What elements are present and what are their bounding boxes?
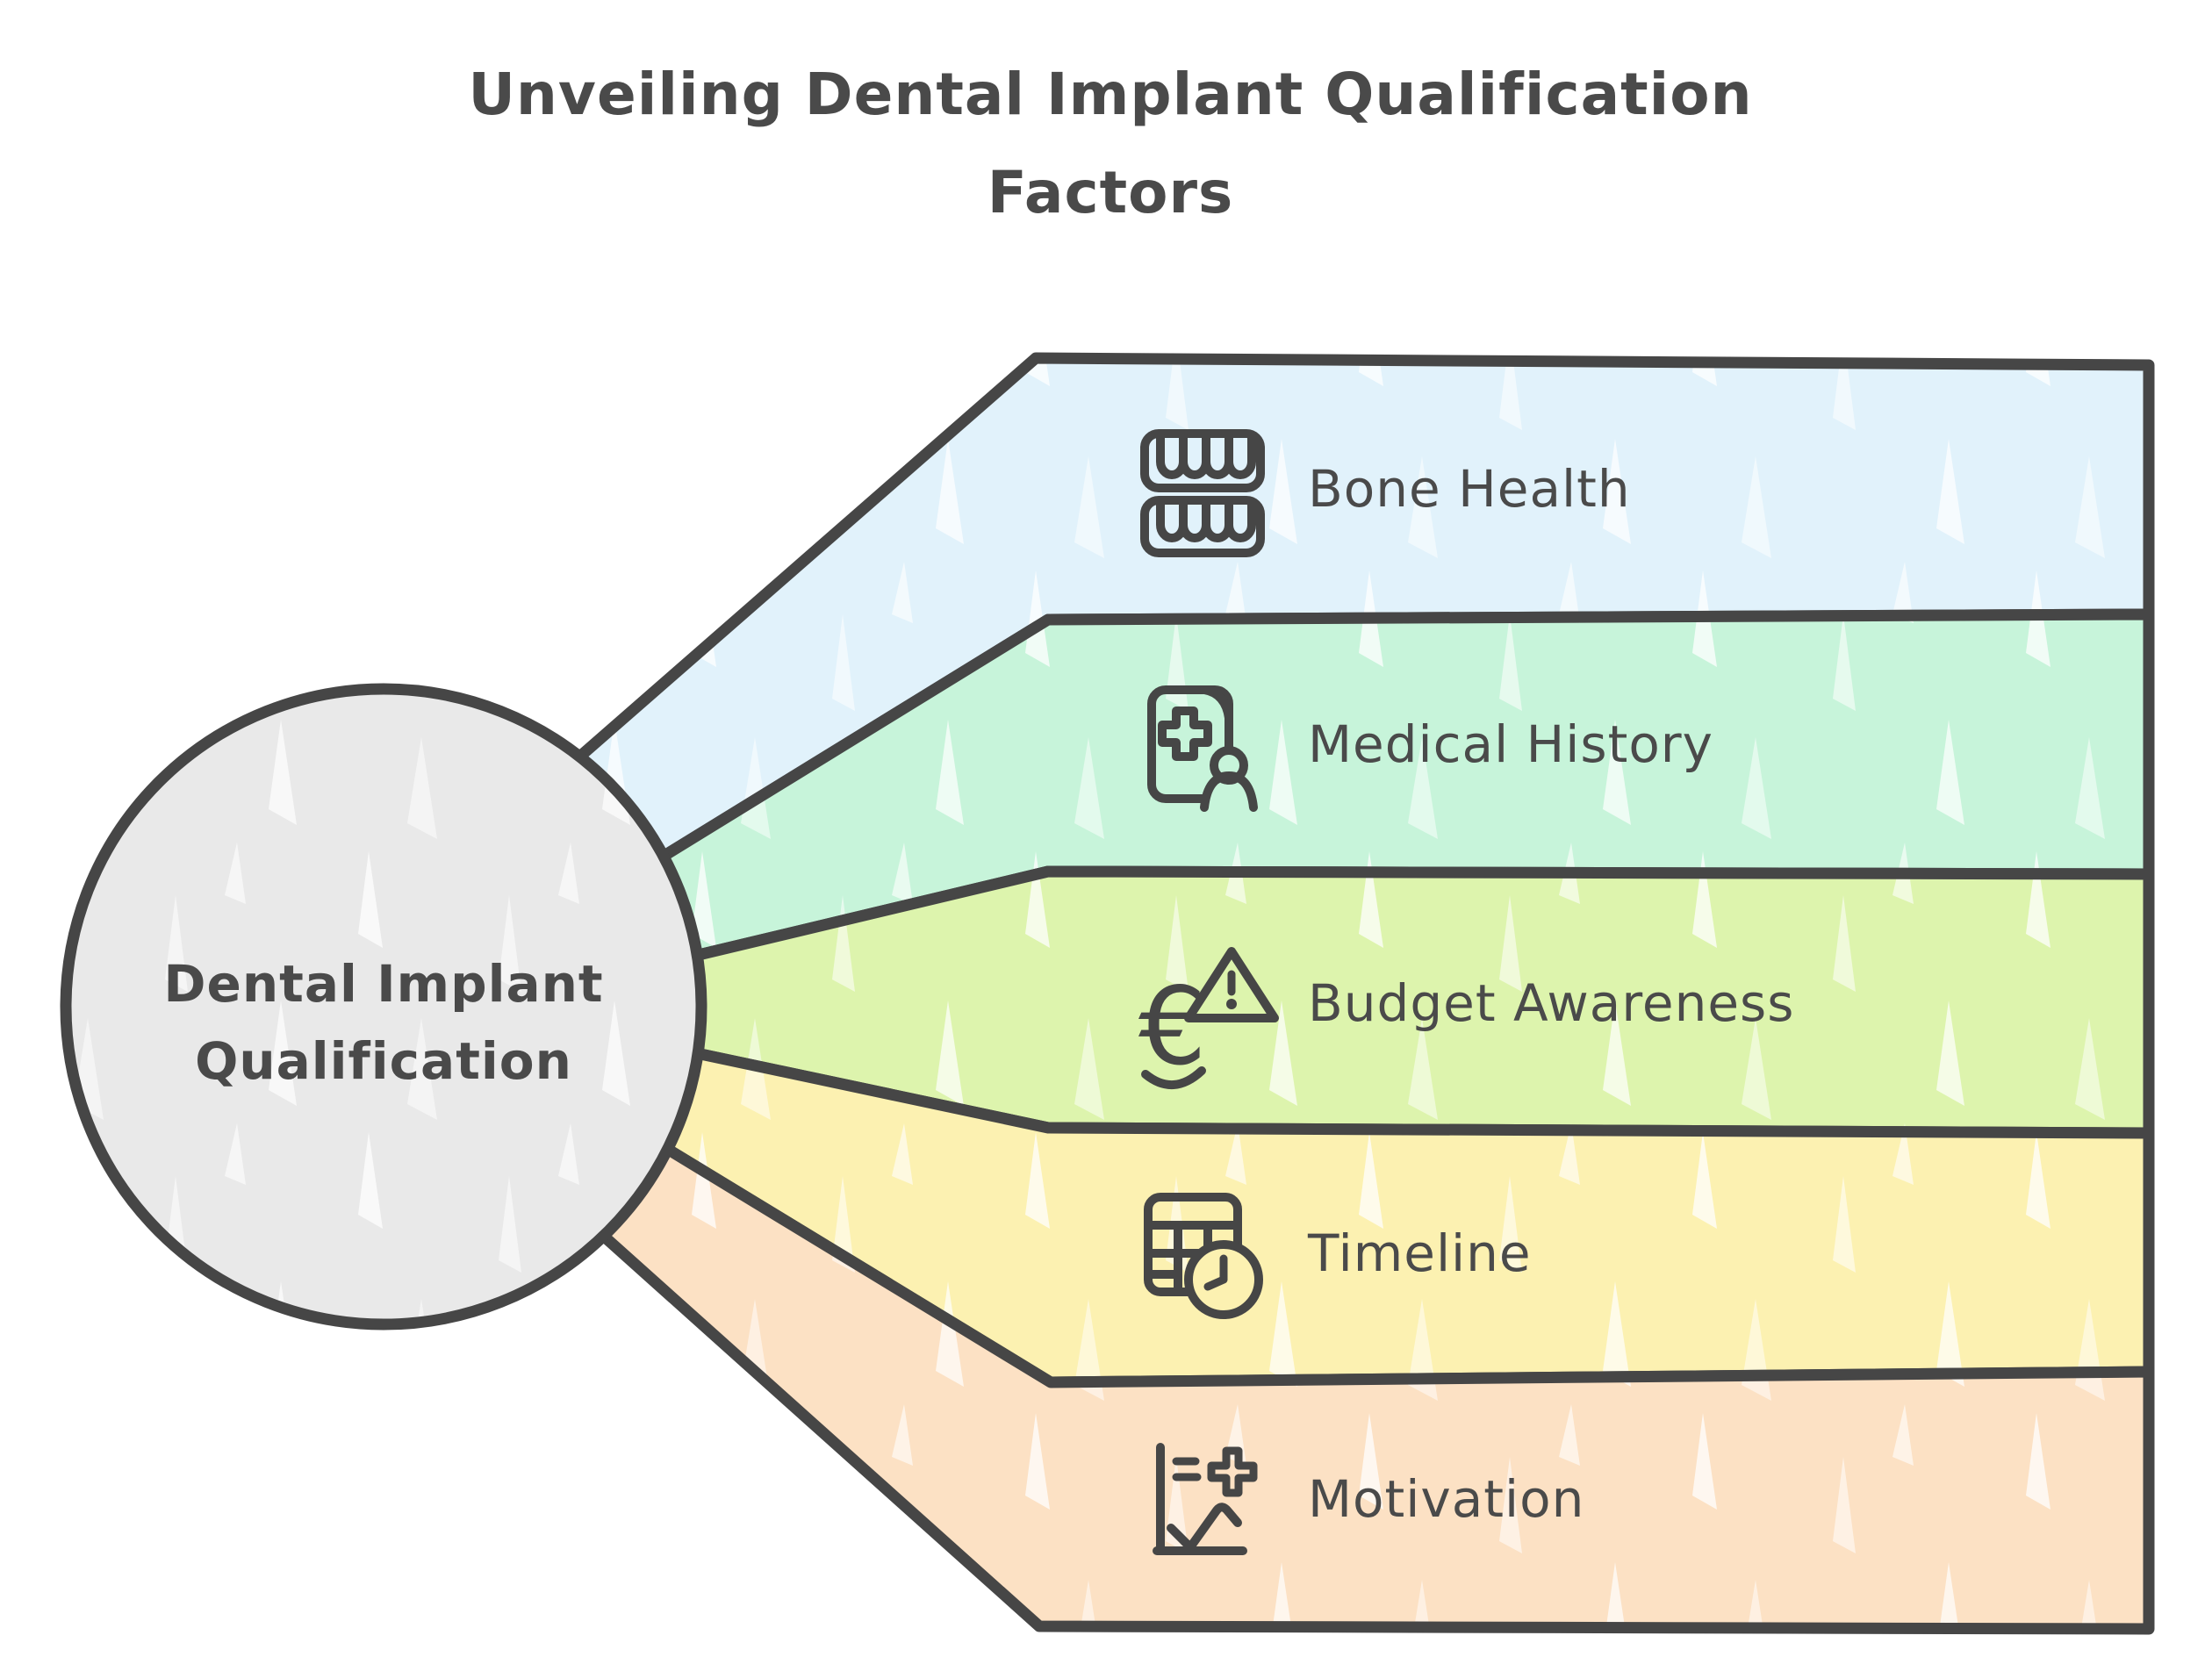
band-label-budget-awareness: Budget Awareness	[1308, 973, 1794, 1033]
band-budget-awareness-texture	[625, 872, 2149, 1133]
band-bone-health-texture	[534, 358, 2149, 889]
diagram-root: € Unveiling Dental Implant Qualification…	[60, 61, 2155, 1635]
band-label-timeline: Timeline	[1307, 1223, 1532, 1283]
progress-chart-icon	[1153, 1443, 1258, 1555]
band-motivation-texture	[534, 1115, 2149, 1629]
page-title-line2: Factors	[988, 159, 1234, 226]
center-circle-outline	[60, 683, 707, 1331]
page-title-line1: Unveiling Dental Implant Qualification	[468, 61, 1752, 128]
calendar-clock-icon	[1144, 1193, 1263, 1319]
euro-symbol: €	[1138, 965, 1207, 1089]
center-label-line2: Qualification	[195, 1031, 572, 1091]
band-label-bone-health: Bone Health	[1308, 459, 1631, 519]
medical-record-icon	[1147, 685, 1258, 812]
teeth-icon	[1140, 429, 1265, 557]
text-layer: Unveiling Dental Implant Qualification F…	[163, 61, 1794, 1529]
band-timeline-texture	[611, 1039, 2149, 1382]
center-label-line1: Dental Implant	[163, 954, 603, 1014]
euro-warning-icon: €	[1138, 947, 1279, 1090]
center-circle	[60, 683, 707, 1331]
band-label-medical-history: Medical History	[1308, 714, 1713, 774]
center-circle-texture	[66, 689, 701, 1324]
warning-dot	[1226, 999, 1237, 1009]
band-label-motivation: Motivation	[1308, 1469, 1584, 1529]
